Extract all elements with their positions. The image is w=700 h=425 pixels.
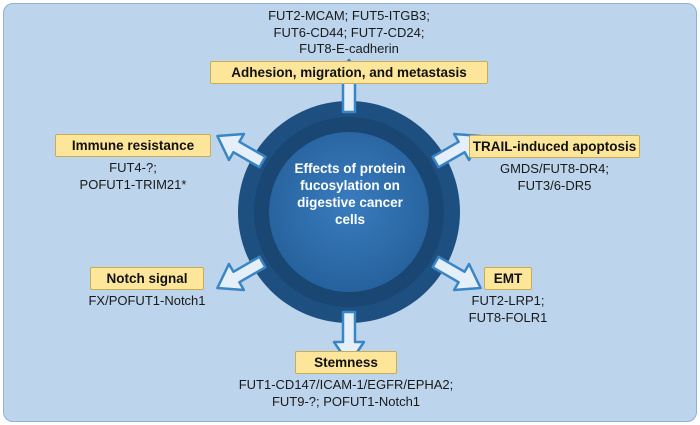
stemness-label: Stemness bbox=[295, 351, 397, 374]
gene-line: FUT4-?; bbox=[109, 160, 157, 175]
stemness-genes: FUT1-CD147/ICAM-1/EGFR/EPHA2; FUT9-?; PO… bbox=[215, 377, 477, 410]
center-title-line: Effects of protein bbox=[294, 161, 406, 176]
gene-line: FUT3/6-DR5 bbox=[517, 177, 592, 193]
gene-line: FX/POFUT1-Notch1 bbox=[88, 293, 206, 308]
notch-signal-genes: FX/POFUT1-Notch1 bbox=[70, 293, 224, 310]
immune-resistance-label: Immune resistance bbox=[55, 134, 211, 157]
gene-line: FUT1-CD147/ICAM-1/EGFR/EPHA2; bbox=[238, 377, 454, 392]
gene-line: FUT2-LRP1; bbox=[471, 293, 545, 308]
trail-apoptosis-label: TRAIL-induced apoptosis bbox=[469, 135, 640, 158]
center-title: Effects of protein fucosylation on diges… bbox=[270, 160, 430, 228]
gene-line: FUT9-?; POFUT1-Notch1 bbox=[271, 393, 421, 409]
adhesion-label: Adhesion, migration, and metastasis bbox=[210, 61, 488, 84]
gene-line: POFUT1-TRIM21* bbox=[79, 176, 187, 192]
emt-label: EMT bbox=[484, 267, 532, 290]
adhesion-genes: FUT2-MCAM; FUT5-ITGB3; FUT6-CD44; FUT7-C… bbox=[210, 8, 488, 58]
gene-line: FUT6-CD44; FUT7-CD24; bbox=[273, 24, 425, 40]
gene-line: FUT8-FOLR1 bbox=[468, 309, 548, 325]
emt-genes: FUT2-LRP1; FUT8-FOLR1 bbox=[460, 293, 556, 326]
notch-signal-label: Notch signal bbox=[90, 267, 204, 290]
center-title-line: cells bbox=[334, 212, 366, 227]
gene-line: FUT2-MCAM; FUT5-ITGB3; bbox=[268, 8, 430, 23]
center-title-line: digestive cancer bbox=[297, 195, 403, 210]
center-title-line: fucosylation on bbox=[300, 178, 400, 193]
gene-line: FUT8-E-cadherin bbox=[299, 41, 399, 56]
trail-apoptosis-genes: GMDS/FUT8-DR4; FUT3/6-DR5 bbox=[469, 161, 640, 194]
immune-resistance-genes: FUT4-?; POFUT1-TRIM21* bbox=[55, 160, 211, 193]
gene-line: GMDS/FUT8-DR4; bbox=[499, 161, 610, 176]
